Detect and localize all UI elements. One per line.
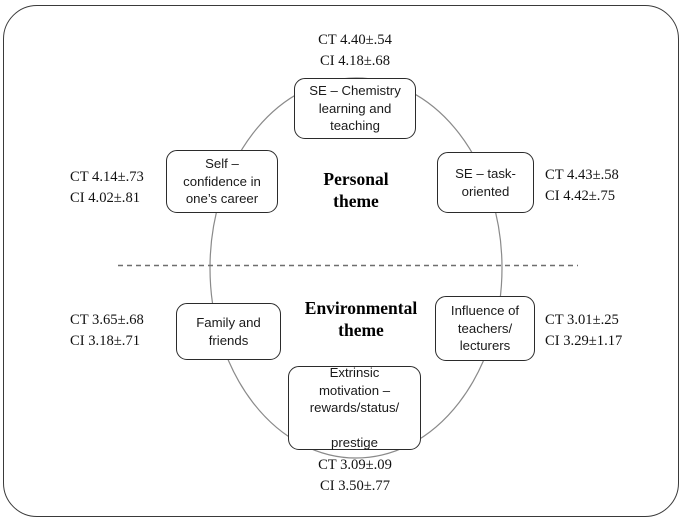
node-extrinsic-motivation-label: Extrinsic motivation – rewards/status/ p… bbox=[309, 365, 400, 451]
node-self-confidence[interactable]: Self – confidence in one’s career bbox=[166, 150, 278, 213]
stats-self-confidence: CT 4.14±.73 CI 4.02±.81 bbox=[70, 169, 144, 206]
stats-influence-teachers: CT 3.01±.25 CI 3.29±1.17 bbox=[545, 312, 623, 349]
theme-label-personal: Personal theme bbox=[323, 169, 389, 212]
node-family-friends[interactable]: Family and friends bbox=[176, 303, 281, 360]
stats-extrinsic-motivation: CT 3.09±.09 CI 3.50±.77 bbox=[318, 457, 392, 494]
stats-family-friends: CT 3.65±.68 CI 3.18±.71 bbox=[70, 312, 144, 349]
theme-label-environmental: Environmental theme bbox=[304, 298, 418, 341]
stats-se-chemistry: CT 4.40±.54 CI 4.18±.68 bbox=[318, 32, 392, 69]
node-self-confidence-label: Self – confidence in one’s career bbox=[183, 156, 261, 207]
node-extrinsic-motivation[interactable]: Extrinsic motivation – rewards/status/ p… bbox=[288, 365, 421, 451]
node-influence-teachers-label: Influence of teachers/ lecturers bbox=[450, 303, 520, 354]
node-se-chemistry-label: SE – Chemistry learning and teaching bbox=[309, 83, 401, 134]
node-se-task-oriented[interactable]: SE – task- oriented bbox=[437, 152, 534, 213]
node-se-chemistry[interactable]: SE – Chemistry learning and teaching bbox=[294, 78, 416, 139]
node-family-friends-label: Family and friends bbox=[196, 315, 261, 348]
stats-se-task-oriented: CT 4.43±.58 CI 4.42±.75 bbox=[545, 167, 619, 204]
node-se-task-oriented-label: SE – task- oriented bbox=[455, 166, 516, 199]
node-influence-teachers[interactable]: Influence of teachers/ lecturers bbox=[435, 296, 535, 361]
